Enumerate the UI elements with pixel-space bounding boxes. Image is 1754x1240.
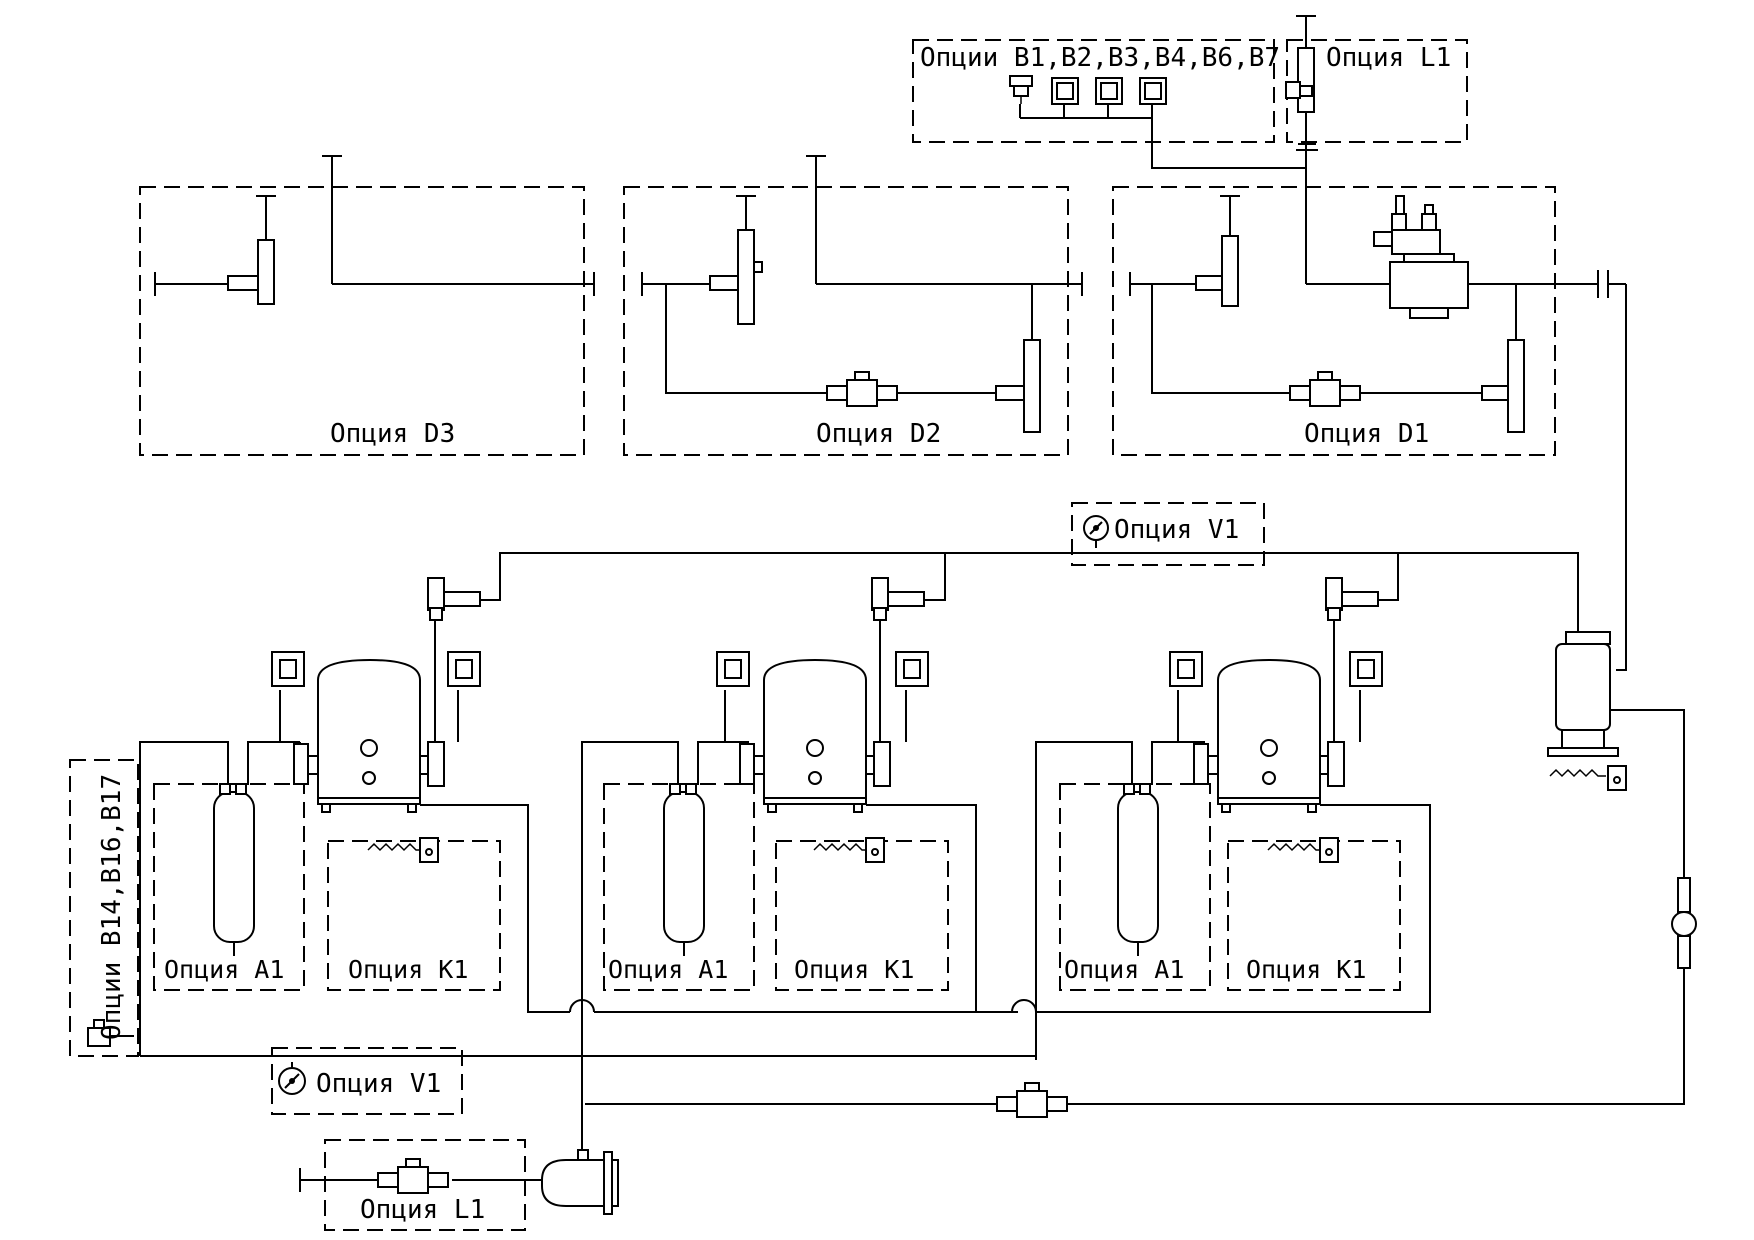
stop-valve-d3 — [154, 195, 276, 305]
compressor-unit-2 — [663, 577, 929, 956]
flange-joint — [1597, 270, 1609, 298]
label-option-a1-3: Опция A1 — [1064, 955, 1184, 984]
label-option-d3: Опция D3 — [330, 419, 455, 449]
label-option-a1-1: Опция A1 — [164, 955, 284, 984]
frame-option-v1-top — [1071, 502, 1265, 566]
frame-option-k1-1 — [327, 840, 501, 991]
frame-option-d2 — [623, 186, 1069, 456]
labels: Опции B1,B2,B3,B4,B6,B7 Опция L1 Опция D… — [97, 43, 1451, 1225]
pressure-switch-icon — [1139, 77, 1167, 105]
label-option-k1-3: Опция K1 — [1246, 955, 1366, 984]
pressure-switch-icon — [447, 651, 481, 687]
label-option-d2: Опция D2 — [816, 419, 941, 449]
compressor-unit-1 — [213, 577, 481, 956]
liquid-receiver-a1-3 — [1117, 783, 1159, 956]
label-option-l1-top: Опция L1 — [1326, 43, 1451, 73]
oil-valve — [293, 743, 309, 785]
frame-option-k1-3 — [1227, 840, 1401, 991]
ball-valve-d1 — [1289, 371, 1361, 407]
crankcase-heater-1 — [367, 837, 439, 863]
label-option-a1-2: Опция A1 — [608, 955, 728, 984]
ball-valve-d2 — [826, 371, 898, 407]
pressure-switch-icon — [895, 651, 929, 687]
frame-option-d3 — [139, 186, 585, 456]
pressure-gauge-icon — [1083, 515, 1109, 548]
liquid-receiver-a1-2 — [663, 783, 705, 956]
pressure-switch-icon — [271, 651, 305, 687]
stop-valve-d1 — [1129, 195, 1240, 307]
service-valve-top — [1285, 15, 1318, 151]
label-option-k1-2: Опция K1 — [794, 955, 914, 984]
check-valve-d1 — [1481, 339, 1525, 433]
pressure-sensor-icon — [1009, 75, 1033, 104]
label-option-v1-bottom: Опция V1 — [316, 1069, 441, 1099]
pressure-gauge-icon — [278, 1062, 306, 1095]
sight-glass-right — [1671, 868, 1697, 969]
frame-option-v1-bottom — [271, 1047, 463, 1115]
compressor-body — [763, 658, 867, 799]
label-option-k1-1: Опция K1 — [348, 955, 468, 984]
label-option-d1: Опция D1 — [1304, 419, 1429, 449]
stop-valve-suction-2 — [871, 577, 925, 621]
compressor-unit-3 — [1117, 577, 1383, 956]
pressure-sensor-left — [87, 1019, 111, 1047]
compressor-body — [317, 658, 421, 799]
pressure-switch-icon — [1169, 651, 1203, 687]
pressure-switch-group-top — [1009, 75, 1167, 118]
ball-valve-l1-bottom — [299, 1158, 449, 1194]
stop-valve-suction-3 — [1325, 577, 1379, 621]
ball-valve-liquid-line — [996, 1082, 1068, 1118]
label-options-b-left: Опции B14,B16,B17 — [97, 774, 127, 1040]
pressure-switch-icon — [1095, 77, 1123, 105]
stop-valve-d2 — [641, 195, 763, 325]
frame-options-b-left — [69, 759, 139, 1057]
label-options-b-top: Опции B1,B2,B3,B4,B6,B7 — [920, 43, 1280, 73]
pressure-switch-icon — [1051, 77, 1079, 105]
suction-accumulator — [1547, 631, 1627, 791]
frame-option-l1-bottom — [324, 1139, 526, 1231]
pressure-switch-icon — [716, 651, 750, 687]
frame-option-d1 — [1112, 186, 1556, 456]
check-valve-d2 — [995, 339, 1041, 433]
frame-option-k1-2 — [775, 840, 949, 991]
pressure-switch-icon — [1349, 651, 1383, 687]
liquid-receiver-main — [541, 1149, 619, 1215]
frame-options-b-top — [912, 39, 1275, 143]
label-option-l1-bottom: Опция L1 — [360, 1195, 485, 1225]
pressure-regulator-d1 — [1373, 195, 1469, 319]
compressor-body — [1217, 658, 1321, 799]
crankcase-heater-2 — [813, 837, 885, 863]
liquid-receiver-a1-1 — [213, 783, 255, 956]
option-frames — [69, 39, 1556, 1231]
crankcase-heater-3 — [1267, 837, 1339, 863]
stop-valve-suction-1 — [427, 577, 481, 621]
label-option-v1-top: Опция V1 — [1114, 515, 1239, 545]
